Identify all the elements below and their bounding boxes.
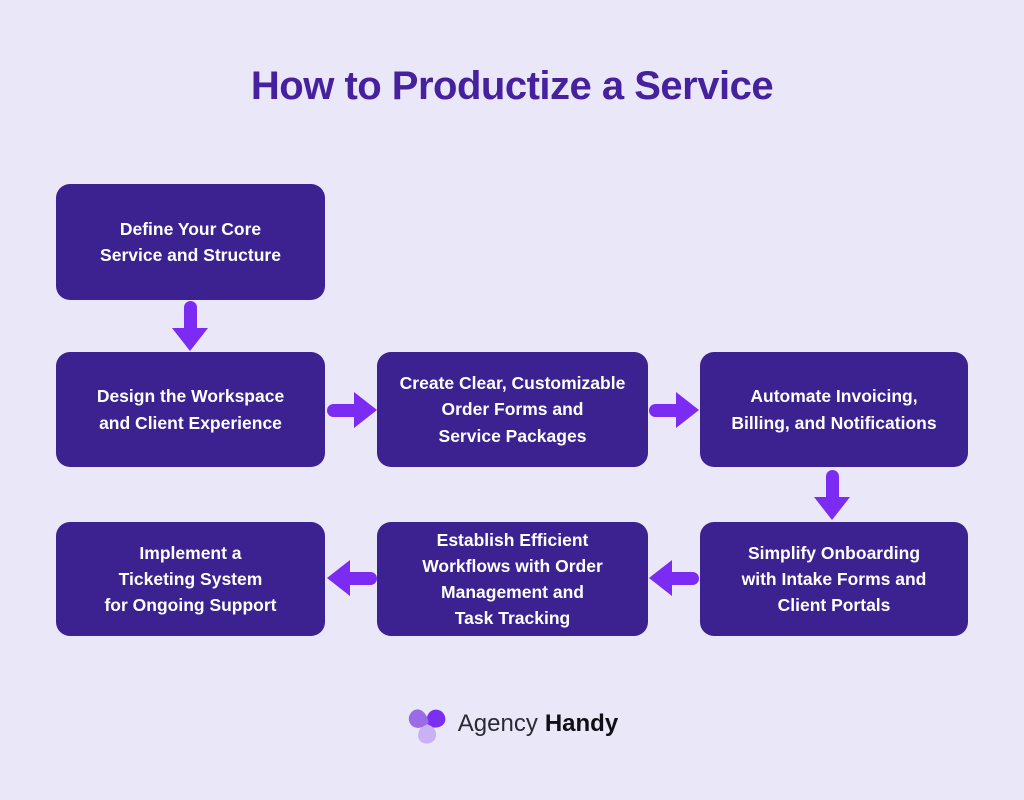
step-box-design-workspace: Design the Workspace and Client Experien… [56, 352, 325, 467]
step-box-automate-invoicing: Automate Invoicing, Billing, and Notific… [700, 352, 968, 467]
arrow-right-icon [649, 392, 699, 428]
arrow-left-icon [327, 560, 377, 596]
arrow-stem [350, 571, 377, 585]
brand-word-handy: Handy [544, 710, 619, 737]
arrow-stem [649, 403, 676, 417]
arrow-left-icon [649, 560, 699, 596]
page-title: How to Productize a Service [250, 64, 774, 108]
arrow-stem [672, 571, 699, 585]
arrow-down-icon [172, 301, 208, 351]
brand-word-agency: Agency [457, 710, 538, 737]
brand-wordmark: Agency Handy [458, 710, 618, 738]
step-box-establish-workflows: Establish Efficient Workflows with Order… [377, 522, 648, 636]
step-box-implement-ticketing: Implement a Ticketing System for Ongoing… [56, 522, 325, 636]
arrow-head [172, 328, 208, 351]
arrow-stem [825, 470, 839, 497]
arrow-down-icon [814, 470, 850, 520]
arrow-head [354, 392, 377, 428]
arrow-head [649, 560, 672, 596]
step-box-define-core-service: Define Your Core Service and Structure [56, 184, 325, 300]
brand-footer: Agency Handy [0, 700, 1024, 748]
arrow-stem [183, 301, 197, 328]
arrow-head [327, 560, 350, 596]
agency-handy-logo-icon [406, 703, 448, 745]
arrow-head [814, 497, 850, 520]
arrow-head [676, 392, 699, 428]
step-box-simplify-onboarding: Simplify Onboarding with Intake Forms an… [700, 522, 968, 636]
arrow-stem [327, 403, 354, 417]
arrow-right-icon [327, 392, 377, 428]
step-box-create-order-forms: Create Clear, Customizable Order Forms a… [377, 352, 648, 467]
